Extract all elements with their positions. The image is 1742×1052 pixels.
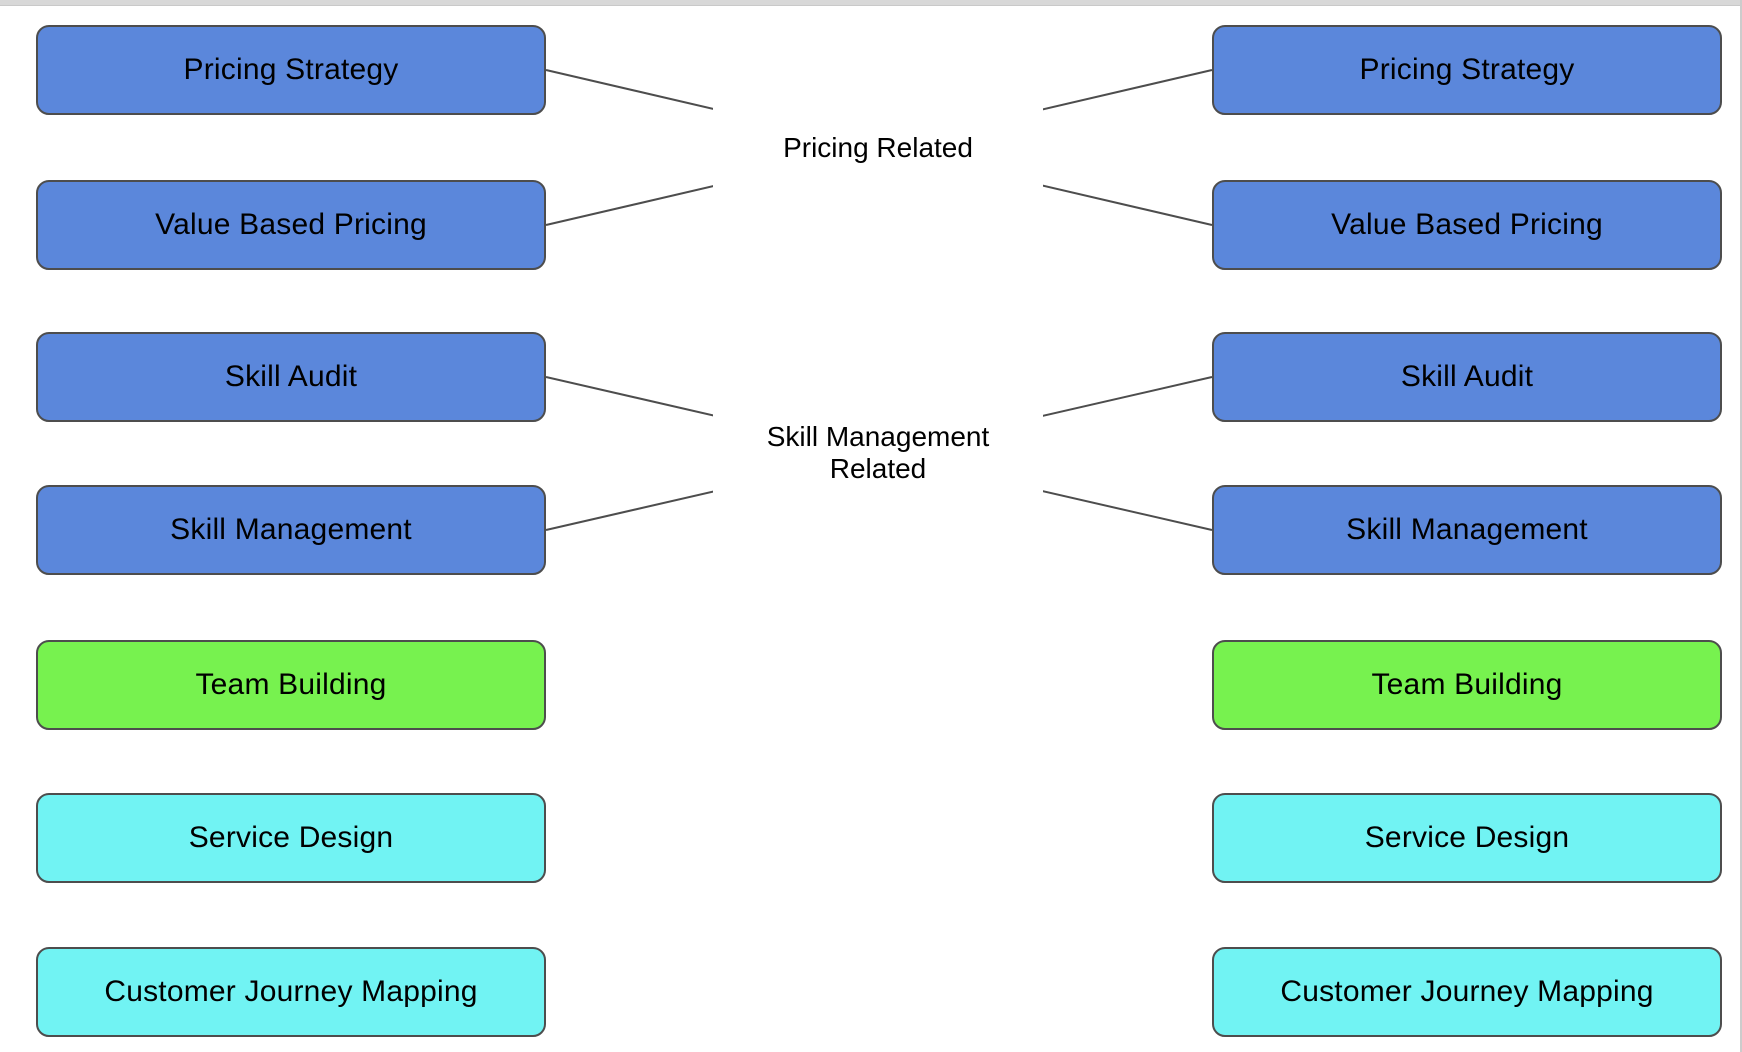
node-label: Customer Journey Mapping <box>1280 975 1654 1008</box>
node-label: Team Building <box>195 668 387 701</box>
node-customer-journey-mapping-left: Customer Journey Mapping <box>36 947 546 1037</box>
node-label: Skill Management <box>170 513 412 546</box>
window-top-edge <box>0 0 1742 6</box>
node-team-building-left: Team Building <box>36 640 546 730</box>
node-label: Team Building <box>1371 668 1563 701</box>
node-customer-journey-mapping-right: Customer Journey Mapping <box>1212 947 1722 1037</box>
node-skill-audit-left: Skill Audit <box>36 332 546 422</box>
node-team-building-right: Team Building <box>1212 640 1722 730</box>
node-pricing-strategy-right: Pricing Strategy <box>1212 25 1722 115</box>
node-skill-audit-right: Skill Audit <box>1212 332 1722 422</box>
node-label: Pricing Strategy <box>1359 53 1575 86</box>
scrollbar-track-edge[interactable] <box>1740 0 1742 1052</box>
node-service-design-right: Service Design <box>1212 793 1722 883</box>
edge-label-skill-management-related: Skill Management Related <box>713 398 1043 508</box>
node-skill-management-left: Skill Management <box>36 485 546 575</box>
node-skill-management-right: Skill Management <box>1212 485 1722 575</box>
node-label: Pricing Strategy <box>183 53 399 86</box>
edge-label-text: Pricing Related <box>783 131 973 163</box>
edge-label-pricing-related: Pricing Related <box>713 98 1043 198</box>
node-pricing-strategy-left: Pricing Strategy <box>36 25 546 115</box>
edge-label-text: Skill Management Related <box>766 420 990 484</box>
node-label: Skill Audit <box>224 360 358 393</box>
node-label: Skill Management <box>1346 513 1588 546</box>
node-label: Value Based Pricing <box>155 208 427 241</box>
node-label: Customer Journey Mapping <box>104 975 478 1008</box>
node-label: Service Design <box>1364 821 1570 854</box>
node-value-based-pricing-right: Value Based Pricing <box>1212 180 1722 270</box>
node-label: Skill Audit <box>1400 360 1534 393</box>
node-label: Service Design <box>188 821 394 854</box>
node-label: Value Based Pricing <box>1331 208 1603 241</box>
node-service-design-left: Service Design <box>36 793 546 883</box>
node-value-based-pricing-left: Value Based Pricing <box>36 180 546 270</box>
